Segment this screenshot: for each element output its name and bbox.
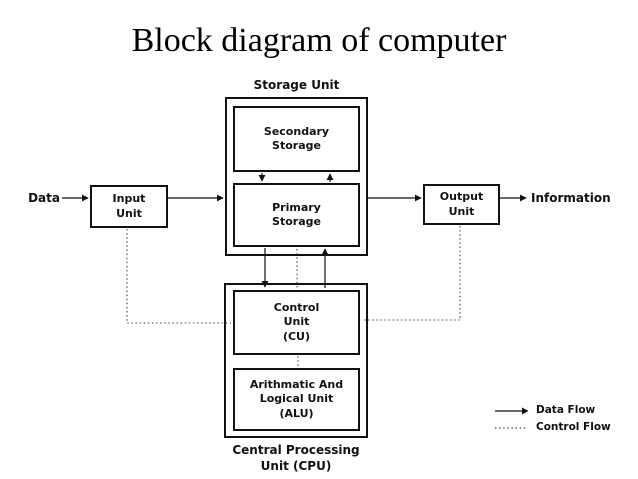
data-label: Data [28, 191, 60, 205]
control-unit-label: Control Unit (CU) [273, 301, 320, 343]
primary-storage-label: Primary Storage [272, 200, 321, 228]
cu-output-control-line [362, 226, 461, 321]
input-unit-box: Input Unit [90, 185, 168, 228]
cpu-caption: Central Processing Unit (CPU) [232, 443, 360, 473]
secondary-storage-label: Secondary Storage [263, 124, 330, 152]
legend-control-flow-row: Control Flow [494, 421, 611, 435]
input-unit-label: Input Unit [112, 192, 146, 220]
page-title: Block diagram of computer [131, 22, 507, 59]
alu-box: Arithmatic And Logical Unit (ALU) [233, 368, 360, 431]
primary-storage-box: Primary Storage [233, 183, 360, 247]
control-flow-dotted-icon [495, 427, 527, 429]
data-flow-arrow-icon [495, 407, 529, 415]
legend-data-flow-label: Data Flow [536, 404, 596, 417]
information-label: Information [531, 191, 611, 205]
output-unit-box: Output Unit [423, 184, 500, 225]
control-unit-box: Control Unit (CU) [233, 290, 360, 355]
legend-control-flow-label: Control Flow [536, 421, 611, 434]
legend: Data Flow Control Flow [494, 404, 611, 435]
legend-data-flow-row: Data Flow [494, 404, 611, 418]
storage-unit-caption: Storage Unit [253, 78, 340, 92]
alu-label: Arithmatic And Logical Unit (ALU) [249, 378, 344, 420]
cpu-box [224, 283, 368, 438]
output-unit-label: Output Unit [439, 190, 484, 218]
secondary-storage-box: Secondary Storage [233, 106, 360, 172]
cu-input-control-line [126, 229, 231, 324]
